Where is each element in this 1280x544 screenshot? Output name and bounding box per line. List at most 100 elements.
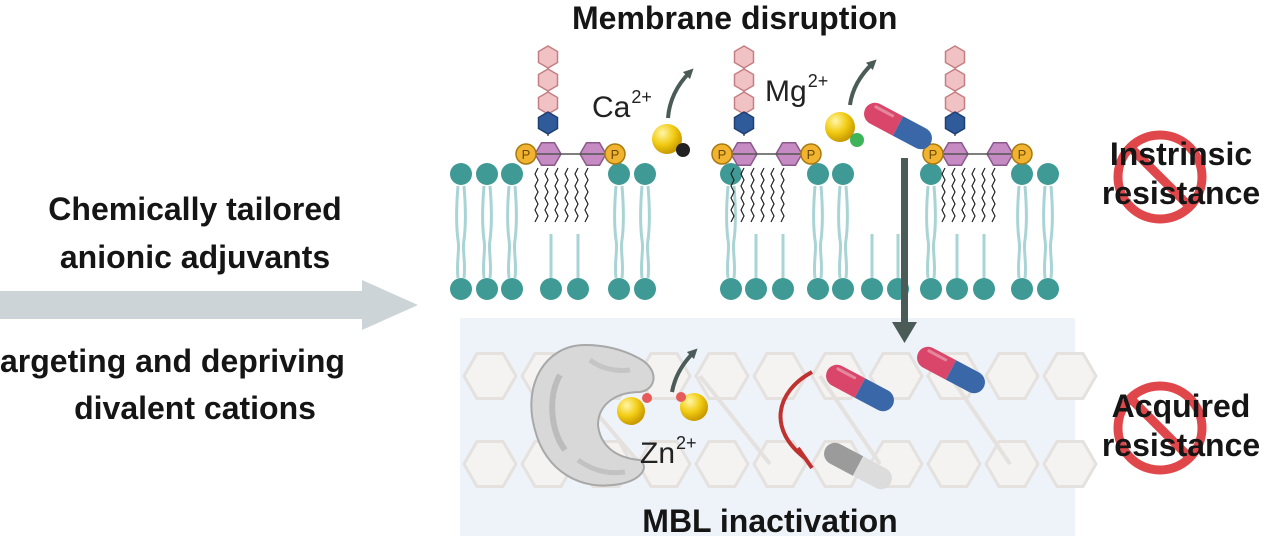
title-membrane-disruption: Membrane disruption <box>572 0 898 36</box>
lipid-tail <box>837 185 843 279</box>
title-mbl-inactivation: MBL inactivation <box>642 503 898 539</box>
lattice-hexagon <box>984 352 1040 400</box>
acyl-chain <box>584 167 589 223</box>
lipid-tail <box>613 185 619 279</box>
lipid-tail <box>461 185 467 279</box>
lipid-tail <box>1016 185 1022 279</box>
lipid-head <box>946 278 968 300</box>
acyl-chain <box>981 167 986 223</box>
phosphate-label: P <box>929 147 938 162</box>
lipid-head <box>608 163 630 185</box>
acyl-chain <box>740 167 745 223</box>
phosphate-group <box>922 143 944 165</box>
lipid-head <box>476 163 498 185</box>
zinc-ion-1 <box>617 393 652 425</box>
lattice-hexagon <box>1042 440 1098 488</box>
lattice-hexagon <box>752 352 808 400</box>
phosphate-group <box>800 143 822 165</box>
lipid-tail <box>506 185 512 279</box>
hydrolyzed-capsule <box>824 442 892 490</box>
acyl-chain <box>951 167 956 223</box>
zn-release-arrow <box>670 348 698 393</box>
lipid-tail <box>645 185 651 279</box>
antibiotic-capsule-right <box>917 346 985 394</box>
acyl-chain <box>780 167 785 223</box>
lattice-crosslink <box>818 374 882 466</box>
acyl-chain <box>534 167 539 223</box>
magnesium-ion <box>825 112 864 147</box>
antibiotic-capsule-top <box>864 102 932 150</box>
lipid-head <box>1011 278 1033 300</box>
sugar-pink <box>537 91 559 115</box>
acyl-chain <box>991 167 996 223</box>
lipid-tail <box>931 185 937 279</box>
lipid-tail <box>639 185 645 279</box>
sugar-pink <box>537 68 559 92</box>
lipid-tail <box>1048 185 1054 279</box>
lattice-hexagon <box>462 440 518 488</box>
lipid-head <box>920 278 942 300</box>
lipid-head <box>634 163 656 185</box>
sugar-pink <box>733 68 755 92</box>
acyl-chain <box>750 167 755 223</box>
lattice-crosslink <box>698 374 772 466</box>
prohibited-icon-intrinsic <box>1113 130 1207 224</box>
lipid-head <box>501 163 523 185</box>
resistance-acquired-line1: Acquired <box>1111 388 1251 424</box>
phosphate-group <box>1011 143 1033 165</box>
left-label-line3: argeting and depriving <box>0 343 345 379</box>
acyl-chain <box>544 167 549 223</box>
acyl-chain <box>760 167 765 223</box>
lipid-tail <box>481 185 487 279</box>
phosphate-label: P <box>1018 147 1027 162</box>
lipid-tail <box>455 185 461 279</box>
antibiotic-capsule-mid <box>826 364 894 412</box>
lipid-head <box>807 278 829 300</box>
lipid-head <box>476 278 498 300</box>
acyl-chain <box>574 167 579 223</box>
sugar-pink <box>944 91 966 115</box>
ion-label-mg: Mg2+ <box>765 71 829 108</box>
lipid-tail <box>619 185 625 279</box>
ion-label-zn: Zn2+ <box>640 433 697 470</box>
lipid-head <box>540 278 562 300</box>
lipid-head <box>501 278 523 300</box>
mbl-enzyme <box>530 343 655 487</box>
lipid-head <box>807 163 829 185</box>
mg-release-arrow <box>848 59 877 106</box>
sugar-pink <box>944 68 966 92</box>
acyl-chain <box>554 167 559 223</box>
lipid-head <box>634 278 656 300</box>
lattice-hexagon <box>926 440 982 488</box>
lipid-head <box>832 278 854 300</box>
lipid-head <box>1037 163 1059 185</box>
lipid-head <box>608 278 630 300</box>
zinc-ion-2 <box>676 392 708 421</box>
lattice-hexagon <box>752 440 808 488</box>
lipid-head <box>973 278 995 300</box>
acyl-chain <box>564 167 569 223</box>
phosphate-group <box>515 143 537 165</box>
sugar-blue <box>733 111 755 135</box>
lipid-tail <box>818 185 824 279</box>
acyl-chain <box>941 167 946 223</box>
acyl-chain <box>730 167 735 223</box>
penetration-arrow <box>892 158 917 343</box>
lipid-head <box>720 278 742 300</box>
acyl-chain <box>770 167 775 223</box>
phosphate-group <box>604 143 626 165</box>
lattice-hexagon <box>984 440 1040 488</box>
lattice-hexagon <box>694 440 750 488</box>
inhibition-symbol <box>778 370 814 470</box>
phosphate-group <box>711 143 733 165</box>
lipid-head <box>920 163 942 185</box>
lipid-head <box>1011 163 1033 185</box>
lipid-tail <box>1022 185 1028 279</box>
sugar-pink <box>537 45 559 69</box>
ion-label-ca: Ca2+ <box>592 87 652 124</box>
acyl-chain <box>971 167 976 223</box>
resistance-intrinsic-line1: Instrinsic <box>1109 136 1253 172</box>
phosphate-label: P <box>807 147 816 162</box>
